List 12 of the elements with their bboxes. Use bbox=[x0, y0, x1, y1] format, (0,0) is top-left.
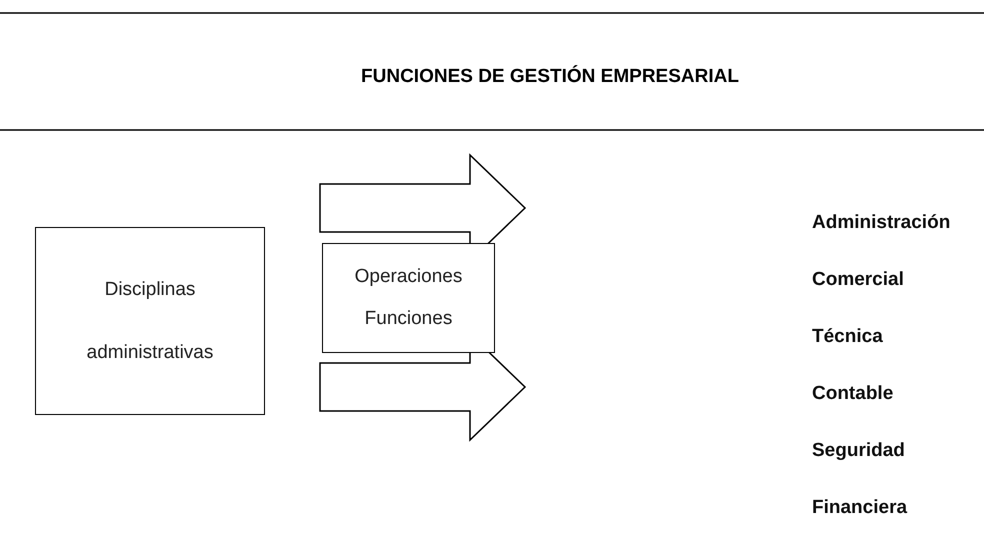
text-box bbox=[322, 243, 495, 353]
box-text: Funciones bbox=[364, 307, 452, 331]
text-box bbox=[35, 227, 265, 415]
function-label: Contable bbox=[812, 383, 894, 405]
function-label: Financiera bbox=[812, 497, 908, 519]
function-label: Administración bbox=[812, 212, 950, 234]
function-label: Comercial bbox=[812, 269, 904, 291]
function-label: Técnica bbox=[812, 326, 883, 348]
title: FUNCIONES DE GESTIÓN EMPRESARIAL bbox=[360, 66, 740, 88]
box-text: Disciplinas administrativas bbox=[86, 278, 214, 365]
function-label: Seguridad bbox=[812, 440, 905, 462]
box-text: Operaciones bbox=[354, 265, 462, 289]
